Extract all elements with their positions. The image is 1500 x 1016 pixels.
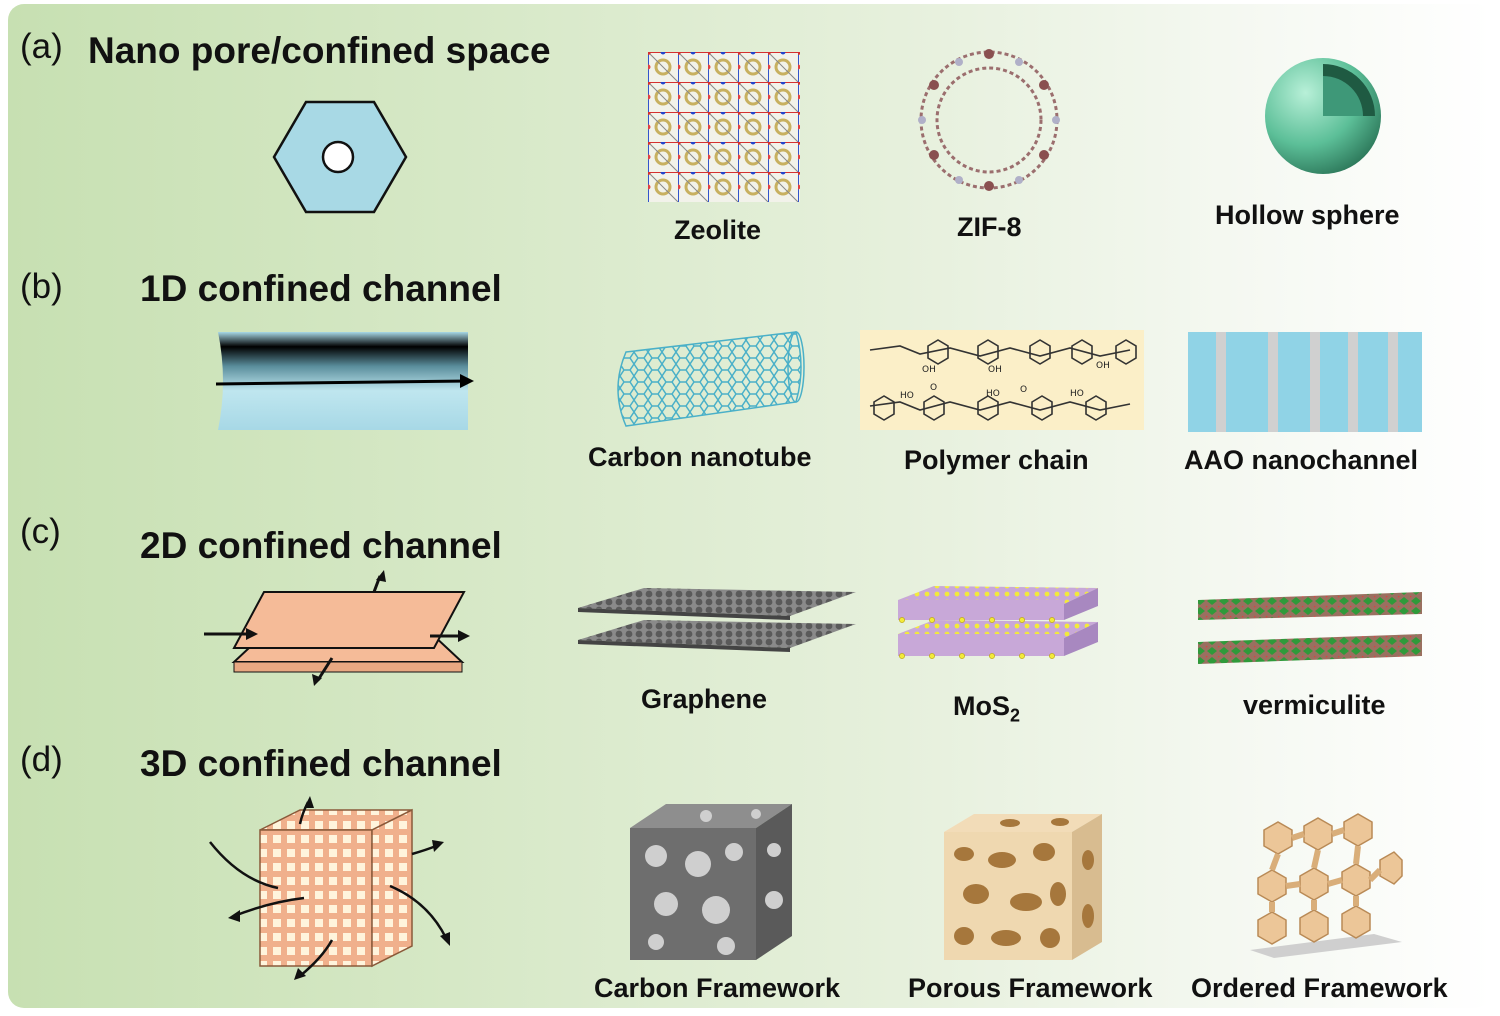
polymer-oh-label-1: OH: [922, 365, 936, 375]
polymer-oh-label-2: OH: [988, 365, 1002, 375]
hollow-sphere-image: [1265, 58, 1381, 174]
mos2-subscript: 2: [1010, 705, 1021, 726]
zif8-structure-image: [918, 49, 1060, 191]
mos2-caption-text: MoS: [953, 691, 1010, 721]
row-c-heading: 2D confined channel: [140, 525, 502, 566]
vermiculite-image: [1198, 592, 1422, 664]
ordered-framework-caption: Ordered Framework: [1191, 973, 1448, 1003]
mos2-caption: MoS2: [953, 691, 1020, 726]
row-b-letter: (b): [20, 267, 63, 306]
polymer-oh-label-3: OH: [1096, 361, 1110, 371]
carbon-framework-image: [630, 804, 792, 960]
hollow-sphere-caption: Hollow sphere: [1215, 200, 1400, 230]
3d-channel-cube-icon: [209, 796, 450, 980]
carbon-framework-caption: Carbon Framework: [594, 973, 841, 1003]
aao-nanochannel-caption: AAO nanochannel: [1184, 445, 1419, 475]
polymer-o-label-1: O: [930, 383, 937, 393]
polymer-ho-label-3: HO: [1070, 389, 1084, 399]
row-b-heading: 1D confined channel: [140, 268, 502, 309]
mos2-image: [898, 586, 1098, 659]
row-d-letter: (d): [20, 740, 63, 779]
graphene-image: [578, 588, 856, 652]
carbon-nanotube-caption: Carbon nanotube: [588, 442, 812, 472]
graphene-caption: Graphene: [641, 684, 768, 714]
polymer-ho-label-2: HO: [986, 389, 1000, 399]
polymer-ho-label-1: HO: [900, 391, 914, 401]
2d-channel-icon: [204, 570, 470, 686]
hexagon-pore-icon: [272, 100, 408, 214]
polymer-chain-caption: Polymer chain: [904, 445, 1089, 475]
zeolite-caption: Zeolite: [674, 215, 762, 245]
vermiculite-caption: vermiculite: [1243, 690, 1386, 720]
aao-nanochannel-image: [1188, 332, 1422, 432]
porous-framework-caption: Porous Framework: [908, 973, 1153, 1003]
row-a-letter: (a): [20, 27, 63, 66]
row-d-heading: 3D confined channel: [140, 743, 502, 784]
row-c-letter: (c): [20, 512, 61, 551]
zif8-caption: ZIF-8: [957, 212, 1022, 242]
polymer-o-label-2: O: [1020, 385, 1027, 395]
row-a-heading: Nano pore/confined space: [88, 30, 551, 71]
polymer-chain-image: OH OH OH HO HO HO O O: [860, 330, 1144, 430]
ordered-framework-image: [1250, 813, 1403, 958]
1d-channel-icon: [215, 332, 474, 430]
zeolite-structure-image: [648, 52, 800, 202]
carbon-nanotube-image: [617, 331, 805, 427]
porous-framework-image: [944, 814, 1102, 960]
